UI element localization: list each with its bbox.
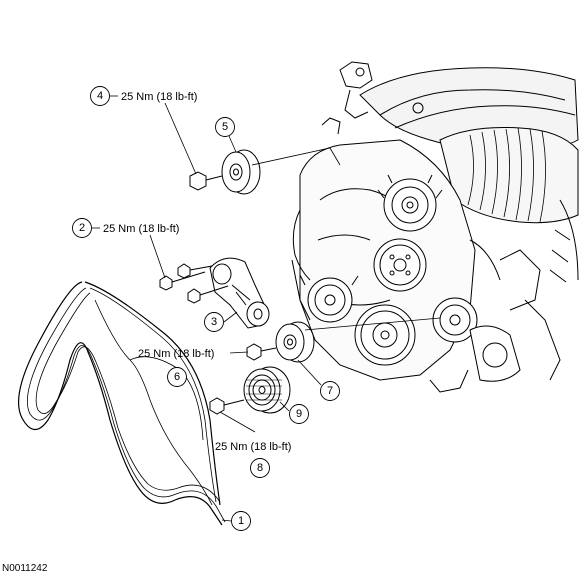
bolt-lower-idler xyxy=(209,397,245,415)
callout-6-number: 6 xyxy=(174,371,180,383)
callout-3-number: 3 xyxy=(211,316,217,328)
callout-2-torque-spec: 25 Nm (18 lb-ft) xyxy=(103,223,179,235)
callout-5: 5 xyxy=(215,117,235,137)
callout-7-number: 7 xyxy=(327,385,333,397)
water-pump-pulley xyxy=(373,238,427,292)
idler-pulley-middle xyxy=(275,321,315,363)
callout-8: 8 25 Nm (18 lb-ft) xyxy=(215,441,291,478)
idler-pulley-lower xyxy=(243,366,291,414)
bolt-middle-idler xyxy=(246,343,277,361)
leader-lines xyxy=(92,95,441,522)
callout-7: 7 xyxy=(320,381,340,401)
engine-assembly xyxy=(291,61,579,393)
callout-6-torque-spec: 25 Nm (18 lb-ft) xyxy=(138,348,214,360)
callout-4-number: 4 xyxy=(97,90,103,102)
callout-9-number: 9 xyxy=(296,408,302,420)
tensioner-bolts xyxy=(159,263,229,304)
callout-6: 6 25 Nm (18 lb-ft) xyxy=(138,348,214,387)
callout-2-number: 2 xyxy=(79,222,85,234)
alternator xyxy=(377,174,443,232)
crankshaft-pulley xyxy=(354,304,416,366)
ac-compressor xyxy=(299,274,359,323)
callout-4-torque-spec: 25 Nm (18 lb-ft) xyxy=(121,91,197,103)
callout-1-number: 1 xyxy=(238,515,244,527)
callout-5-number: 5 xyxy=(222,121,228,133)
bolt-upper-idler xyxy=(189,171,223,191)
power-steering-pulley xyxy=(432,297,478,343)
idler-pulley-upper xyxy=(221,149,261,195)
belt-tensioner xyxy=(209,257,270,329)
callout-9: 9 xyxy=(289,404,309,424)
callout-4: 4 25 Nm (18 lb-ft) xyxy=(90,86,197,106)
callout-2: 2 25 Nm (18 lb-ft) xyxy=(72,218,179,238)
reference-code: N0011242 xyxy=(2,563,48,574)
callout-3: 3 xyxy=(204,312,224,332)
callout-8-torque-spec: 25 Nm (18 lb-ft) xyxy=(215,441,291,453)
callout-8-number: 8 xyxy=(257,462,263,474)
callout-1: 1 xyxy=(231,511,251,531)
drive-belt xyxy=(17,281,226,526)
